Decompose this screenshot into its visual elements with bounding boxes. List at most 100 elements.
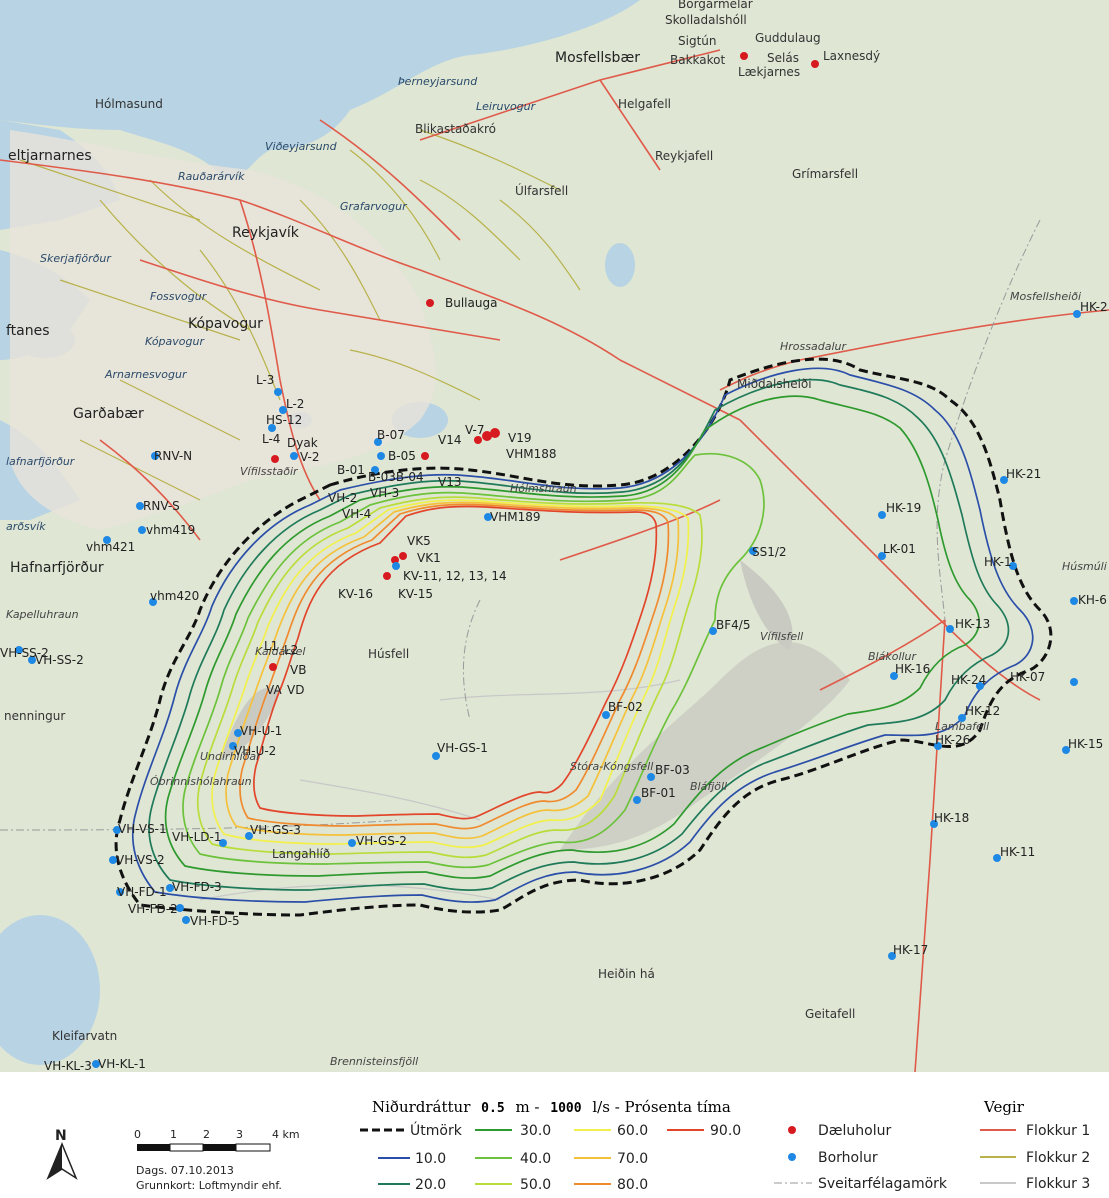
borehole-marker[interactable] xyxy=(890,672,898,680)
scale-tick: 1 xyxy=(170,1128,177,1141)
borehole-marker[interactable] xyxy=(1062,746,1070,754)
contour-outline xyxy=(114,357,1053,917)
pumping-well-marker[interactable] xyxy=(811,60,819,68)
borehole-marker[interactable] xyxy=(484,513,492,521)
water-label: arðsvík xyxy=(6,520,46,533)
borehole-marker[interactable] xyxy=(138,526,146,534)
lake-hafravatn xyxy=(605,243,635,287)
borehole-marker[interactable] xyxy=(28,656,36,664)
water-labels: Þerneyjarsund Leiruvogur Viðeyjarsund Ra… xyxy=(6,75,537,533)
borehole-marker[interactable] xyxy=(1073,310,1081,318)
borehole-marker[interactable] xyxy=(245,832,253,840)
borehole-label: VH-LD-1 xyxy=(172,830,221,844)
borehole-marker[interactable] xyxy=(749,547,757,555)
pumping-well-marker[interactable] xyxy=(271,455,279,463)
pumping-well-marker[interactable] xyxy=(391,556,399,564)
borehole-marker[interactable] xyxy=(219,839,227,847)
borehole-marker[interactable] xyxy=(934,742,942,750)
borehole-label: L-2 xyxy=(286,397,304,411)
borehole-label: B-01 xyxy=(337,463,365,477)
borehole-marker[interactable] xyxy=(377,452,385,460)
borehole-marker[interactable] xyxy=(151,452,159,460)
borehole-label: BF-03 xyxy=(655,763,690,777)
borehole-marker[interactable] xyxy=(116,888,124,896)
borehole-label: LK-01 xyxy=(883,542,916,556)
legend-title: Niðurdráttur 0.5 m - 1000 l/s - Prósenta… xyxy=(372,1098,731,1116)
borehole-marker[interactable] xyxy=(374,438,382,446)
borehole-label: RNV-S xyxy=(143,499,180,513)
borehole-marker[interactable] xyxy=(888,952,896,960)
borehole-marker[interactable] xyxy=(976,682,984,690)
place-label: Bláfjöll xyxy=(690,780,727,793)
map-legend: N 0 1 2 3 4 km Dags. 07.10.2013 Grunnkor… xyxy=(0,1072,1109,1198)
borehole-marker[interactable] xyxy=(136,502,144,510)
borehole-marker[interactable] xyxy=(149,598,157,606)
borehole-marker[interactable] xyxy=(290,452,298,460)
borehole-marker[interactable] xyxy=(602,711,610,719)
place-label: Selás xyxy=(767,51,799,65)
legend-outline-label: Útmörk xyxy=(410,1121,463,1139)
date-text: Dags. 07.10.2013 xyxy=(136,1164,234,1177)
borehole-label: VH-VS-1 xyxy=(118,822,167,836)
borehole-marker[interactable] xyxy=(1070,597,1078,605)
borehole-marker[interactable] xyxy=(946,625,954,633)
legend-contour-label: 90.0 xyxy=(710,1123,741,1139)
borehole-marker[interactable] xyxy=(878,552,886,560)
pumping-well-marker[interactable] xyxy=(482,431,492,441)
mountain-vifilsfell xyxy=(740,560,793,650)
borehole-marker[interactable] xyxy=(432,752,440,760)
borehole-marker[interactable] xyxy=(279,406,287,414)
map-canvas[interactable]: Borgarmelar Skolladalshóll Sigtún Guddul… xyxy=(0,0,1109,1072)
pumping-well-marker[interactable] xyxy=(490,428,500,438)
borehole-marker[interactable] xyxy=(176,904,184,912)
pumping-well-marker[interactable] xyxy=(421,452,429,460)
legend-contour-label: 60.0 xyxy=(617,1123,648,1139)
borehole-label: HK-13 xyxy=(955,617,990,631)
borehole-marker[interactable] xyxy=(878,511,886,519)
borehole-marker[interactable] xyxy=(92,1060,100,1068)
pumping-well-marker[interactable] xyxy=(426,299,434,307)
borehole-marker[interactable] xyxy=(993,854,1001,862)
borehole-label: VH-FD-5 xyxy=(190,914,240,928)
scale-tick: 4 km xyxy=(272,1128,300,1141)
borehole-marker[interactable] xyxy=(1009,562,1017,570)
borehole-marker[interactable] xyxy=(103,536,111,544)
borehole-marker[interactable] xyxy=(113,826,121,834)
borehole-marker[interactable] xyxy=(709,627,717,635)
pumping-well-marker[interactable] xyxy=(399,552,407,560)
borehole-marker[interactable] xyxy=(182,916,190,924)
well-label: V14 xyxy=(438,433,461,447)
borehole-marker[interactable] xyxy=(234,729,242,737)
water-label: Grafarvogur xyxy=(340,200,408,213)
borehole-marker[interactable] xyxy=(930,820,938,828)
contour-60 xyxy=(211,499,690,849)
place-label: Brennisteinsfjöll xyxy=(330,1055,418,1068)
borehole-marker[interactable] xyxy=(958,714,966,722)
well-label: VA xyxy=(266,683,282,697)
pumping-well-marker[interactable] xyxy=(474,436,482,444)
mountain-blafjoll xyxy=(560,642,850,850)
borehole-marker[interactable] xyxy=(1070,678,1078,686)
place-label: Blikastaðakró xyxy=(415,122,496,136)
borehole-marker[interactable] xyxy=(348,839,356,847)
borehole-marker[interactable] xyxy=(647,773,655,781)
contour-80 xyxy=(239,503,670,830)
legend-title-value: 0.5 xyxy=(481,1101,504,1116)
borehole-marker[interactable] xyxy=(371,466,379,474)
borehole-marker[interactable] xyxy=(166,884,174,892)
borehole-marker[interactable] xyxy=(1000,476,1008,484)
borehole-marker[interactable] xyxy=(15,646,23,654)
borehole-marker[interactable] xyxy=(109,856,117,864)
place-label: nenningur xyxy=(4,709,65,723)
pumping-well-marker[interactable] xyxy=(383,572,391,580)
borehole-label: B-03B-04 xyxy=(368,470,424,484)
well-label: Bullauga xyxy=(445,296,497,310)
pumping-well-marker[interactable] xyxy=(740,52,748,60)
borehole-marker[interactable] xyxy=(268,424,276,432)
pumping-well-marker[interactable] xyxy=(269,663,277,671)
borehole-marker[interactable] xyxy=(274,388,282,396)
place-label: Húsmúli xyxy=(1062,560,1107,573)
borehole-marker[interactable] xyxy=(392,562,400,570)
borehole-marker[interactable] xyxy=(633,796,641,804)
borehole-marker[interactable] xyxy=(229,742,237,750)
